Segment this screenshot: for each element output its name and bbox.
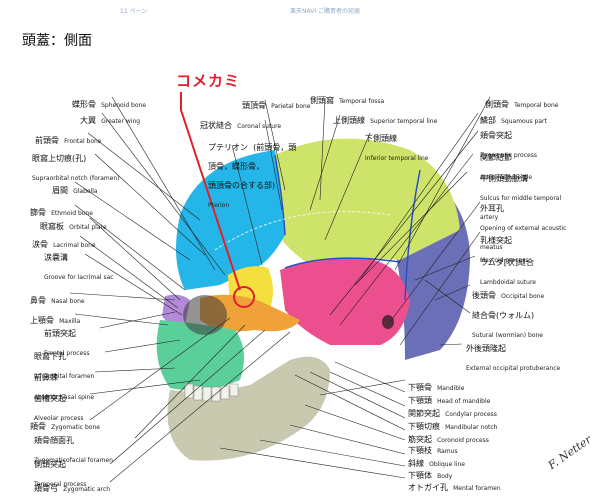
label-orbital-plate: 眼窩板 Orbital plate: [40, 214, 107, 233]
label-pterion: プテリオン (前頭骨，頭頂骨，蝶形骨，頭頂骨の合する部) Pterion: [208, 135, 298, 211]
temporal-bone: [280, 258, 410, 346]
label-temporal-fossa: 側頭窩 Temporal fossa: [310, 88, 384, 107]
label-parietal: 頭頂骨 Parietal bone: [242, 93, 311, 112]
label-nasal: 鼻骨 Nasal bone: [30, 288, 85, 307]
handwritten-note: コメカミ: [176, 70, 240, 91]
label-greater-wing: 大翼 Greater wing: [80, 108, 140, 127]
label-superior-temporal-line: 上側頭線 Superior temporal line: [333, 108, 437, 127]
orbit: [183, 295, 227, 335]
label-occipital: 後頭骨 Occipital bone: [472, 283, 544, 302]
label-zygomatic-arch: 頬骨弓 Zygomatic arch: [34, 476, 110, 495]
external-acoustic-meatus: [382, 315, 394, 329]
label-glabella: 眉間 Glabella: [52, 178, 98, 197]
label-mental-foramen: オトガイ孔 Mental foramen: [408, 475, 501, 494]
label-coronal-suture: 冠状縫合 Coronal suture: [200, 113, 281, 132]
label-frontal: 前頭骨 Frontal bone: [35, 128, 102, 147]
